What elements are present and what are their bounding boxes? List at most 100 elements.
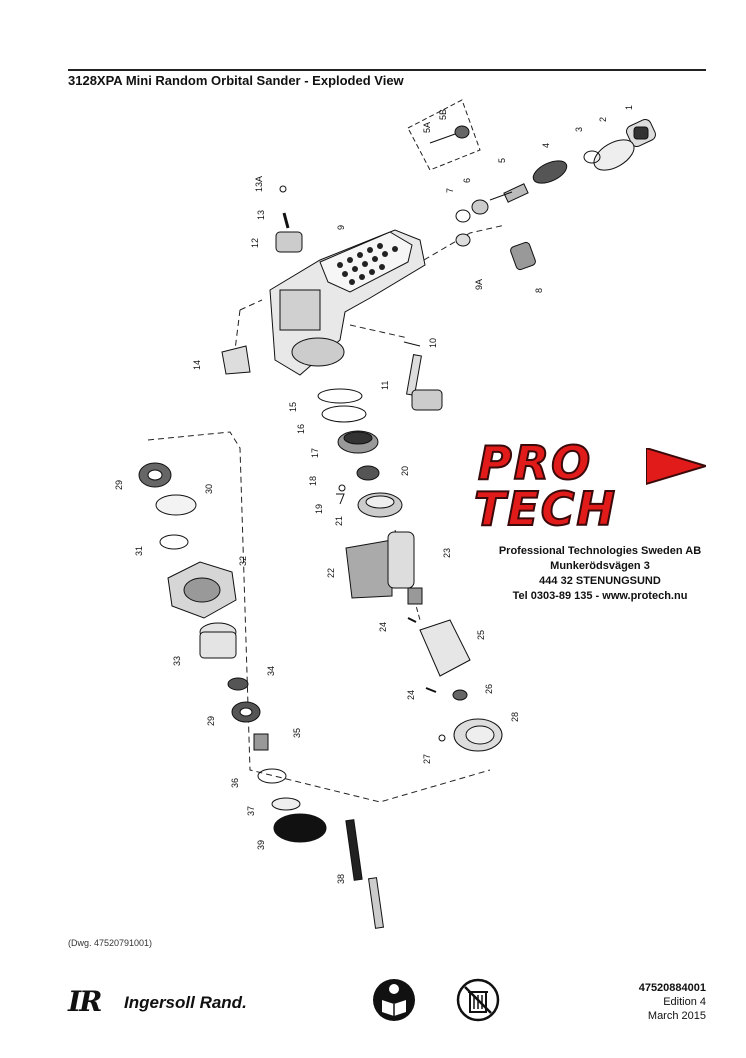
ir-badge: IR	[68, 985, 102, 1018]
label-12: 12	[250, 238, 260, 248]
contact-line: Tel 0303-89 135 - www.protech.nu	[512, 590, 688, 602]
label-13a: 13A	[254, 176, 264, 192]
label-10: 10	[428, 338, 438, 348]
label-14: 14	[192, 360, 202, 370]
part-38-wrench	[345, 819, 385, 929]
label-23: 23	[442, 548, 452, 558]
part-29-bearing-top	[138, 462, 172, 488]
document-info: 47520884001 Edition 4 March 2015	[639, 981, 706, 1023]
label-37: 37	[246, 806, 256, 816]
part-9-housing	[269, 229, 426, 376]
label-3: 3	[574, 127, 584, 132]
part-35-spindle	[253, 733, 269, 751]
label-5: 5	[497, 158, 507, 163]
part-22-vane	[345, 539, 393, 599]
part-1-inlet-bushing	[626, 119, 656, 147]
part-32-nut	[167, 561, 237, 619]
label-4: 4	[541, 143, 551, 148]
label-16: 16	[296, 424, 306, 434]
part-10-pin	[403, 341, 421, 347]
part-2-screen	[593, 139, 635, 171]
label-27: 27	[422, 754, 432, 764]
label-8: 8	[534, 288, 544, 293]
part-23-rotor	[387, 531, 423, 605]
label-5a: 5A	[422, 122, 432, 133]
part-11-lever	[406, 354, 443, 411]
label-11: 11	[380, 381, 390, 390]
part-28-housing	[453, 718, 503, 752]
label-6: 6	[462, 178, 472, 183]
read-manual-icon	[373, 979, 415, 1021]
part-29-bearing-bottom	[231, 701, 261, 723]
arrow-icon	[646, 448, 706, 486]
label-1: 1	[624, 105, 634, 110]
page-title: 3128XPA Mini Random Orbital Sander - Exp…	[68, 73, 404, 88]
label-33: 33	[172, 656, 182, 666]
part-8-screen	[510, 241, 536, 271]
part-15-ring	[317, 388, 363, 404]
part-5a-5b	[429, 125, 470, 144]
no-trash-bin-icon	[456, 978, 500, 1022]
postcode-city: 444 32 STENUNGSUND	[539, 575, 661, 587]
label-5b: 5B	[438, 109, 448, 120]
distributor-address: Professional Technologies Sweden AB Munk…	[480, 544, 720, 604]
label-7: 7	[445, 188, 455, 193]
label-28: 28	[510, 712, 520, 722]
label-31: 31	[134, 546, 144, 556]
part-33-collar	[199, 622, 237, 659]
label-21: 21	[334, 516, 344, 526]
part-20-bearing	[356, 465, 380, 481]
part-24b-pin	[425, 687, 437, 693]
label-38: 38	[336, 874, 346, 884]
part-25-cylinder	[419, 619, 471, 677]
part-27-ball	[438, 734, 446, 742]
label-9: 9	[336, 225, 346, 230]
protech-logo-line-1: PRO	[477, 435, 593, 491]
label-9a: 9A	[474, 279, 484, 290]
part-24-pin	[407, 617, 417, 623]
part-34-bearing	[227, 677, 249, 691]
dashed-group-outline	[147, 431, 491, 803]
label-13: 13	[256, 210, 266, 220]
part-9a-clip	[455, 233, 471, 247]
part-30-shim	[155, 494, 197, 516]
ir-wordmark: Ingersoll Rand.	[124, 993, 247, 1012]
label-29a: 29	[114, 480, 124, 490]
part-6-seat	[471, 199, 489, 215]
ingersoll-rand-logo: IR Ingersoll Rand.	[68, 985, 248, 1019]
part-13a-ball	[279, 185, 287, 193]
label-2: 2	[598, 117, 608, 122]
label-19: 19	[314, 504, 324, 514]
label-26: 26	[484, 684, 494, 694]
date: March 2015	[647, 1010, 706, 1022]
inset-box-5a5b	[407, 99, 481, 171]
label-15: 15	[288, 402, 298, 412]
label-17: 17	[310, 448, 320, 458]
label-18: 18	[308, 476, 318, 486]
label-29b: 29	[206, 716, 216, 726]
company-name: Professional Technologies Sweden AB	[498, 545, 702, 557]
label-24a: 24	[378, 622, 388, 632]
part-4-spring	[532, 160, 568, 184]
label-39: 39	[256, 840, 266, 850]
protech-logo-line-2: TECH	[473, 481, 618, 537]
document-number: 47520884001	[638, 982, 706, 994]
part-37-washer	[271, 797, 301, 811]
part-12-regulator	[275, 231, 303, 253]
part-39-pad	[273, 813, 327, 843]
part-36-clip	[257, 768, 287, 784]
label-35: 35	[292, 728, 302, 738]
label-32: 32	[238, 556, 248, 566]
part-26-bearing	[452, 689, 468, 701]
label-34: 34	[266, 666, 276, 676]
protech-logo: PRO TECH	[468, 435, 718, 537]
drawing-number: (Dwg. 47520791001)	[68, 938, 153, 948]
label-24b: 24	[406, 690, 416, 700]
part-14-guard	[221, 345, 251, 375]
street-address: Munkerödsvägen 3	[550, 560, 650, 572]
part-19-spring	[336, 493, 345, 505]
label-30: 30	[204, 484, 214, 494]
label-20: 20	[400, 466, 410, 476]
part-16-ring	[321, 405, 367, 423]
